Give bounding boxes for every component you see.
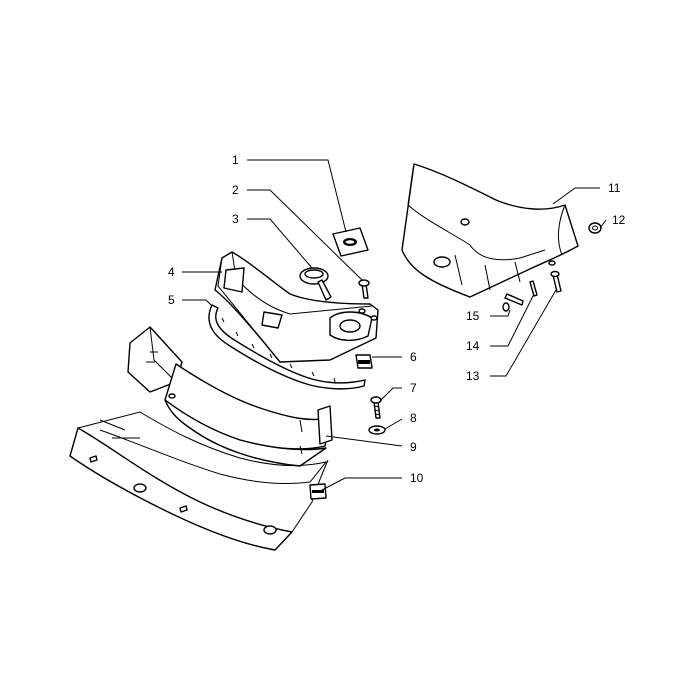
- callout-11: 11: [608, 181, 621, 195]
- part-12-grommet: [588, 222, 602, 234]
- callout-13: 13: [466, 369, 480, 383]
- callout-6: 6: [410, 350, 417, 364]
- part-10-clip-nut: [309, 483, 327, 500]
- part-2-screw: [358, 279, 370, 299]
- part-14-screw: [529, 280, 538, 297]
- callout-8: 8: [410, 411, 417, 425]
- callout-4: 4: [168, 265, 175, 279]
- callout-7: 7: [410, 381, 417, 395]
- callout-5: 5: [168, 293, 175, 307]
- callout-12: 12: [612, 213, 626, 227]
- callout-10: 10: [410, 471, 424, 485]
- part-11-upper-shield: [401, 163, 579, 298]
- part-9-lower-shield: [69, 326, 333, 551]
- part-4-upper-cover: [214, 251, 379, 363]
- part-7-screw: [370, 396, 382, 419]
- part-1-bracket: [332, 227, 369, 257]
- callout-3: 3: [232, 212, 239, 226]
- part-8-washer: [368, 425, 386, 435]
- callout-2: 2: [232, 183, 239, 197]
- part-15-screw: [502, 293, 524, 312]
- part-13-pin: [550, 270, 562, 293]
- callout-labels: 1 2 3 4 5 6 7 8 9 10 11 12 13 14 15: [168, 153, 626, 485]
- callout-1: 1: [232, 153, 239, 167]
- callout-9: 9: [410, 440, 417, 454]
- callout-15: 15: [466, 309, 480, 323]
- leader-lines: [182, 159, 607, 491]
- part-3-cap: [299, 267, 332, 301]
- callout-14: 14: [466, 339, 480, 353]
- part-6-nut: [355, 354, 373, 369]
- part-5-seal-strip: [208, 304, 366, 390]
